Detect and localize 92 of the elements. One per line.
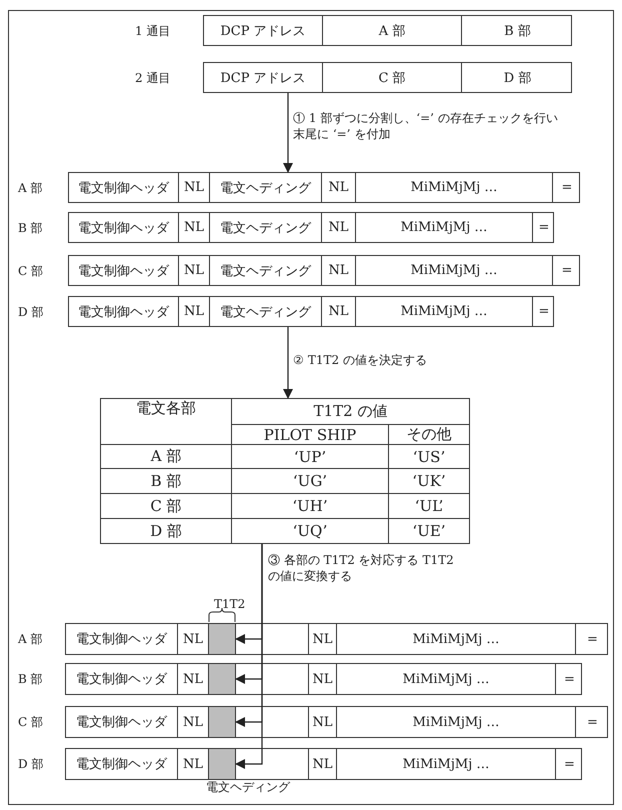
row-label: D 部: [18, 756, 44, 773]
record-field: =: [576, 624, 609, 654]
record-row: [65, 623, 608, 655]
row-label: C 部: [18, 714, 43, 731]
shaded-field: [209, 624, 236, 654]
arrow: [235, 544, 263, 769]
record-field: MiMiMjMj …: [356, 213, 533, 242]
record-field: NL: [322, 256, 356, 285]
record-field: =: [556, 664, 583, 694]
record-row: [68, 172, 580, 203]
record-field: 電文ヘディング: [210, 297, 322, 326]
record-field: NL: [309, 707, 337, 737]
header-cell: その他: [388, 424, 470, 444]
arrow: [283, 327, 293, 399]
record-field: DCP アドレス: [204, 16, 323, 45]
record-field: 電文制御ヘッダ: [69, 173, 179, 202]
lookup-table: [100, 398, 470, 544]
header-cell: T1T2 の値: [232, 398, 470, 424]
record-field: 電文ヘディング: [210, 213, 322, 242]
record-row: [65, 748, 582, 780]
record-field: =: [533, 213, 555, 242]
record-field: D 部: [462, 63, 573, 92]
row-label: A 部: [18, 631, 42, 648]
record-field: 電文制御ヘッダ: [66, 707, 178, 737]
record-field: 電文ヘディング: [210, 256, 322, 285]
record-field: C 部: [323, 63, 462, 92]
record-field: =: [576, 707, 609, 737]
record-field: 電文制御ヘッダ: [69, 213, 179, 242]
record-field: NL: [322, 173, 356, 202]
record-row: [65, 706, 608, 738]
row-label: 1 通目: [135, 23, 170, 40]
header-cell: PILOT SHIP: [232, 424, 388, 444]
record-row: [68, 212, 554, 243]
record-field: 電文制御ヘッダ: [66, 749, 178, 779]
table-cell: B 部: [100, 468, 232, 494]
table-cell: A 部: [100, 444, 232, 468]
row-label: B 部: [18, 220, 43, 237]
record-field: MiMiMjMj …: [356, 256, 553, 285]
table-cell: ‘UH’: [232, 494, 388, 518]
header-cell: 電文各部: [100, 398, 232, 444]
shaded-field: [209, 664, 236, 694]
row-label: A 部: [18, 180, 42, 197]
record-field: =: [553, 173, 581, 202]
record-field: DCP アドレス: [204, 63, 323, 92]
record-field: NL: [322, 213, 356, 242]
record-field: NL: [179, 213, 210, 242]
table-cell: ‘UL’: [388, 494, 470, 518]
record-field: MiMiMjMj …: [356, 173, 553, 202]
record-row: [203, 62, 572, 93]
record-field: 電文制御ヘッダ: [69, 297, 179, 326]
record-field: NL: [309, 749, 337, 779]
record-field: MiMiMjMj …: [337, 624, 576, 654]
record-field: NL: [179, 256, 210, 285]
record-field: NL: [322, 297, 356, 326]
table-cell: ‘US’: [388, 444, 470, 468]
arrow: [283, 93, 293, 173]
record-row: [65, 663, 582, 695]
record-field: B 部: [462, 16, 573, 45]
record-row: [68, 296, 554, 327]
row-label: C 部: [18, 263, 43, 280]
table-cell: ‘UE’: [388, 518, 470, 544]
table-cell: ‘UK’: [388, 468, 470, 494]
table-cell: ‘UP’: [232, 444, 388, 468]
row-label: B 部: [18, 671, 43, 688]
record-row: [203, 15, 572, 46]
record-field: 電文制御ヘッダ: [66, 624, 178, 654]
row-label: D 部: [18, 304, 44, 321]
table-cell: D 部: [100, 518, 232, 544]
callout-label: T1T2: [214, 597, 246, 611]
shaded-field: [209, 749, 236, 779]
table-cell: ‘UQ’: [232, 518, 388, 544]
row-label: 2 通目: [135, 70, 170, 87]
record-field: =: [553, 256, 581, 285]
record-field: NL: [309, 664, 337, 694]
record-field: NL: [179, 173, 210, 202]
record-field: =: [533, 297, 555, 326]
record-field: A 部: [323, 16, 462, 45]
record-field: MiMiMjMj …: [337, 749, 556, 779]
record-row: [68, 255, 580, 286]
shaded-field: [209, 707, 236, 737]
record-field: =: [556, 749, 583, 779]
record-field: MiMiMjMj …: [337, 707, 576, 737]
record-field: 電文制御ヘッダ: [69, 256, 179, 285]
record-field: MiMiMjMj …: [356, 297, 533, 326]
table-cell: C 部: [100, 494, 232, 518]
record-field: NL: [179, 297, 210, 326]
record-field: 電文制御ヘッダ: [66, 664, 178, 694]
record-field: 電文ヘディング: [210, 173, 322, 202]
record-field: NL: [309, 624, 337, 654]
table-cell: ‘UG’: [232, 468, 388, 494]
caption-label: 電文ヘディング: [206, 779, 290, 796]
record-field: MiMiMjMj …: [337, 664, 556, 694]
